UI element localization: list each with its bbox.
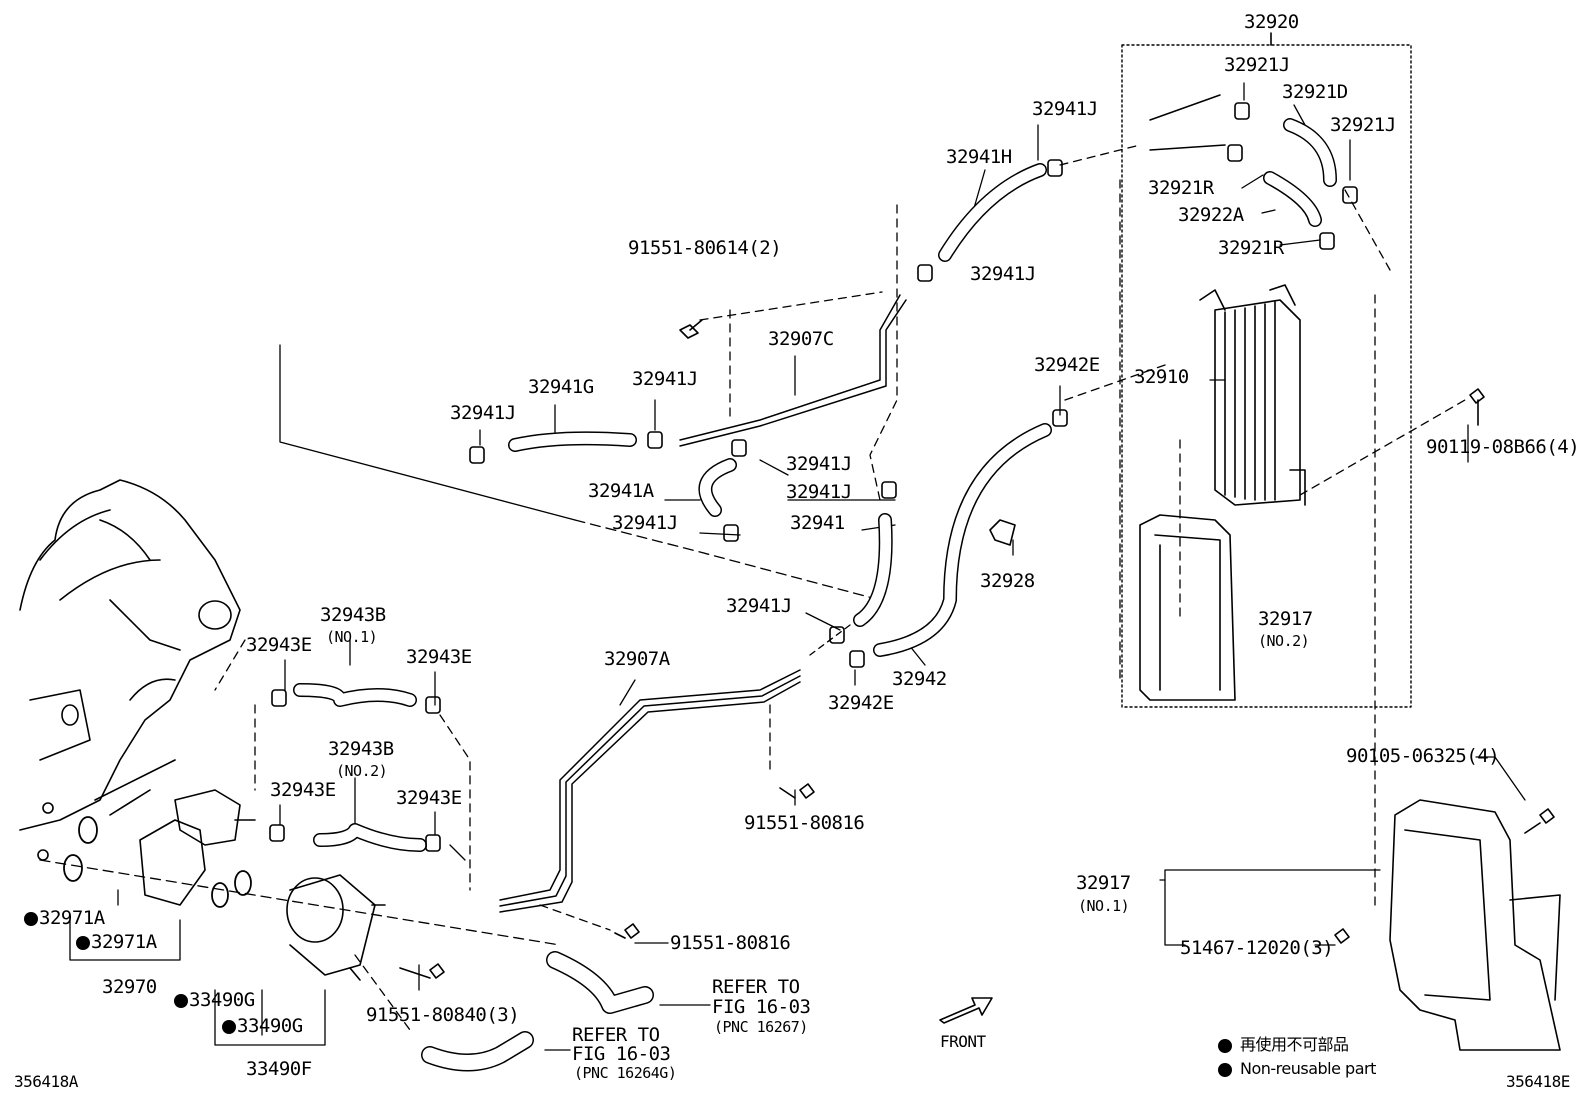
figure-code-right: 356418E [1506,1072,1570,1091]
part-32971a-2: 32971A [91,931,157,953]
leader-lines [39,82,1526,1051]
label-no2: (NO.2) [1258,632,1310,650]
part-32942e-1: 32942E [1034,354,1100,376]
o-rings [63,816,252,908]
part-32941a: 32941A [588,480,654,502]
part-32941h: 32941H [946,146,1012,168]
cooler-assembly-box [1121,44,1412,708]
part-32941j-7: 32941J [612,512,678,534]
part-32917-no2: 32917 [1258,608,1313,630]
part-32921j-a: 32921J [1224,54,1290,76]
non-reusable-mark [222,1020,236,1034]
refer-pnc-2: (PNC 16264G) [574,1064,677,1082]
front-arrow-icon [939,997,993,1024]
part-32941j-4: 32941J [450,402,516,424]
part-32921r-a: 32921R [1148,177,1214,199]
part-91551-80816-b: 91551-80816 [670,932,791,954]
label-no1-a: (NO.1) [326,628,378,646]
refer-fig-1: FIG 16-03 [712,996,811,1018]
part-33490g-2: 33490G [237,1015,303,1037]
part-90119-08b66: 90119-08B66(4) [1426,436,1580,458]
part-32920: 32920 [1244,11,1299,33]
figure-code-left: 356418A [14,1072,78,1091]
part-32941j-2: 32941J [970,263,1036,285]
legend-en: Non-reusable part [1240,1059,1376,1078]
part-32921j-b: 32921J [1330,114,1396,136]
part-32941j-6: 32941J [786,481,852,503]
part-32921r-b: 32921R [1218,237,1284,259]
refer-to-2: REFER TO [572,1024,660,1046]
part-32921d: 32921D [1282,81,1348,103]
part-91551-80614: 91551-80614(2) [628,237,782,259]
transmission-case [19,479,241,861]
part-32941j-1: 32941J [1032,98,1098,120]
part-32941j-5: 32941J [786,453,852,475]
part-32943b-1: 32943B [320,604,386,626]
front-label: FRONT [940,1032,986,1051]
legend-jp: 再使用不可部品 [1240,1035,1349,1054]
part-32941g: 32941G [528,376,594,398]
refer-to-1: REFER TO [712,976,800,998]
part-32970: 32970 [102,976,157,998]
label-no2-b: (NO.2) [336,762,388,780]
non-reusable-mark [76,936,90,950]
label-no1-b: (NO.1) [1078,897,1130,915]
non-reusable-mark [174,994,188,1008]
part-32971a-1: 32971A [39,907,105,929]
part-91551-80840: 91551-80840(3) [366,1004,520,1026]
refer-fig-2: FIG 16-03 [572,1043,671,1065]
part-32941j-3: 32941J [632,368,698,390]
pipes [499,94,1226,913]
part-32943b-2: 32943B [328,738,394,760]
part-91551-80816-a: 91551-80816 [744,812,865,834]
part-32907c: 32907C [768,328,834,350]
part-32943e-1: 32943E [246,634,312,656]
air-duct-no1 [1389,799,1561,1051]
hoses [293,118,1337,1072]
air-duct-no2 [1139,514,1236,701]
part-32942: 32942 [892,668,947,690]
part-32943e-3: 32943E [270,779,336,801]
part-32910: 32910 [1134,366,1189,388]
part-32917-no1: 32917 [1076,872,1131,894]
part-32922a: 32922A [1178,204,1244,226]
part-32942e-2: 32942E [828,692,894,714]
bolts [399,319,1555,979]
part-32928: 32928 [980,570,1035,592]
bracket-32928 [989,519,1016,546]
part-32943e-2: 32943E [406,646,472,668]
valve-body-32970 [139,789,256,906]
clamps [269,102,1358,852]
legend-bullet [1218,1039,1232,1053]
oil-cooler-core [1199,284,1306,506]
legend-bullet [1218,1063,1232,1077]
part-90105-06325: 90105-06325(4) [1346,745,1500,767]
part-32941: 32941 [790,512,845,534]
non-reusable-mark [24,912,38,926]
part-32941j-8: 32941J [726,595,792,617]
refer-pnc-1: (PNC 16267) [714,1018,808,1036]
part-32907a: 32907A [604,648,670,670]
part-33490f: 33490F [246,1058,312,1080]
part-33490g-1: 33490G [189,989,255,1011]
part-32943e-4: 32943E [396,787,462,809]
oil-cooler-33490f [286,874,386,981]
part-51467-12020: 51467-12020(3) [1180,937,1334,959]
